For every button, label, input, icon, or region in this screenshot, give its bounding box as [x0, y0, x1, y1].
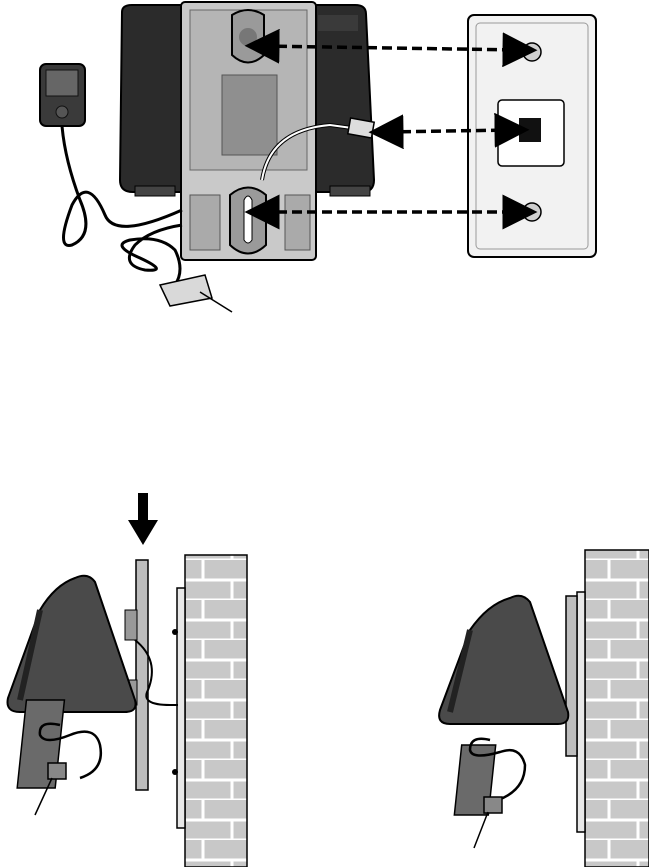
phone-plug	[348, 118, 374, 138]
power-adapter-side-right	[484, 797, 502, 813]
wallplate-lower-screw	[523, 203, 541, 221]
wallplate-upper-screw	[523, 43, 541, 61]
arrow-jack	[386, 130, 512, 132]
wallplate-side	[177, 588, 185, 828]
adapter-leader-line-right	[474, 812, 488, 848]
handset-charger	[40, 64, 85, 126]
adapter-leader-line	[200, 292, 232, 312]
top-panel	[40, 2, 596, 312]
brick-wall-right	[585, 550, 649, 867]
wallplate-side-right	[577, 592, 585, 832]
wall-plate	[468, 15, 596, 257]
screw-lower	[172, 769, 178, 775]
telephone-side	[8, 576, 136, 788]
bracket-side-right	[566, 596, 577, 756]
wall-mount-bracket	[181, 2, 316, 260]
power-adapter-side	[48, 763, 66, 779]
bottom-left-panel	[8, 493, 248, 867]
telephone-side-right	[439, 596, 568, 815]
power-adapter	[160, 275, 212, 306]
brick-wall	[185, 555, 247, 867]
bottom-right-panel	[439, 550, 649, 867]
down-arrow	[128, 493, 158, 545]
power-cord	[122, 225, 182, 285]
screw-upper	[172, 629, 178, 635]
bracket-side	[136, 560, 148, 790]
